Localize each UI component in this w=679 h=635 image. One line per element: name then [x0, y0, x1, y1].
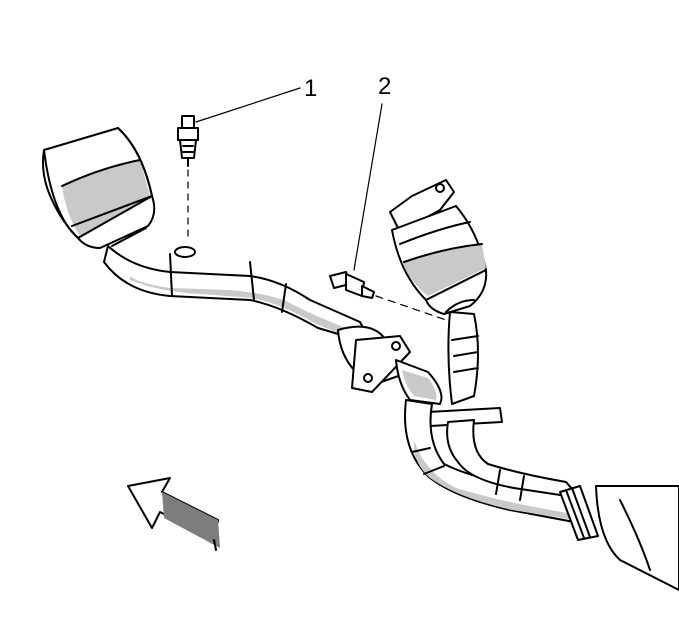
callout-2: 2	[378, 73, 391, 100]
left-catalytic-converter	[42, 127, 156, 249]
front-direction-arrow-icon	[127, 477, 220, 551]
callout-1: 1	[304, 75, 317, 102]
right-catalytic-converter	[389, 179, 488, 315]
oxygen-sensor-2	[329, 103, 447, 321]
center-flange-joint	[337, 325, 443, 405]
rear-muffler	[559, 485, 679, 591]
right-exhaust-pipe	[447, 311, 479, 405]
left-exhaust-pipe	[103, 245, 373, 345]
oxygen-sensor-1	[177, 87, 301, 241]
